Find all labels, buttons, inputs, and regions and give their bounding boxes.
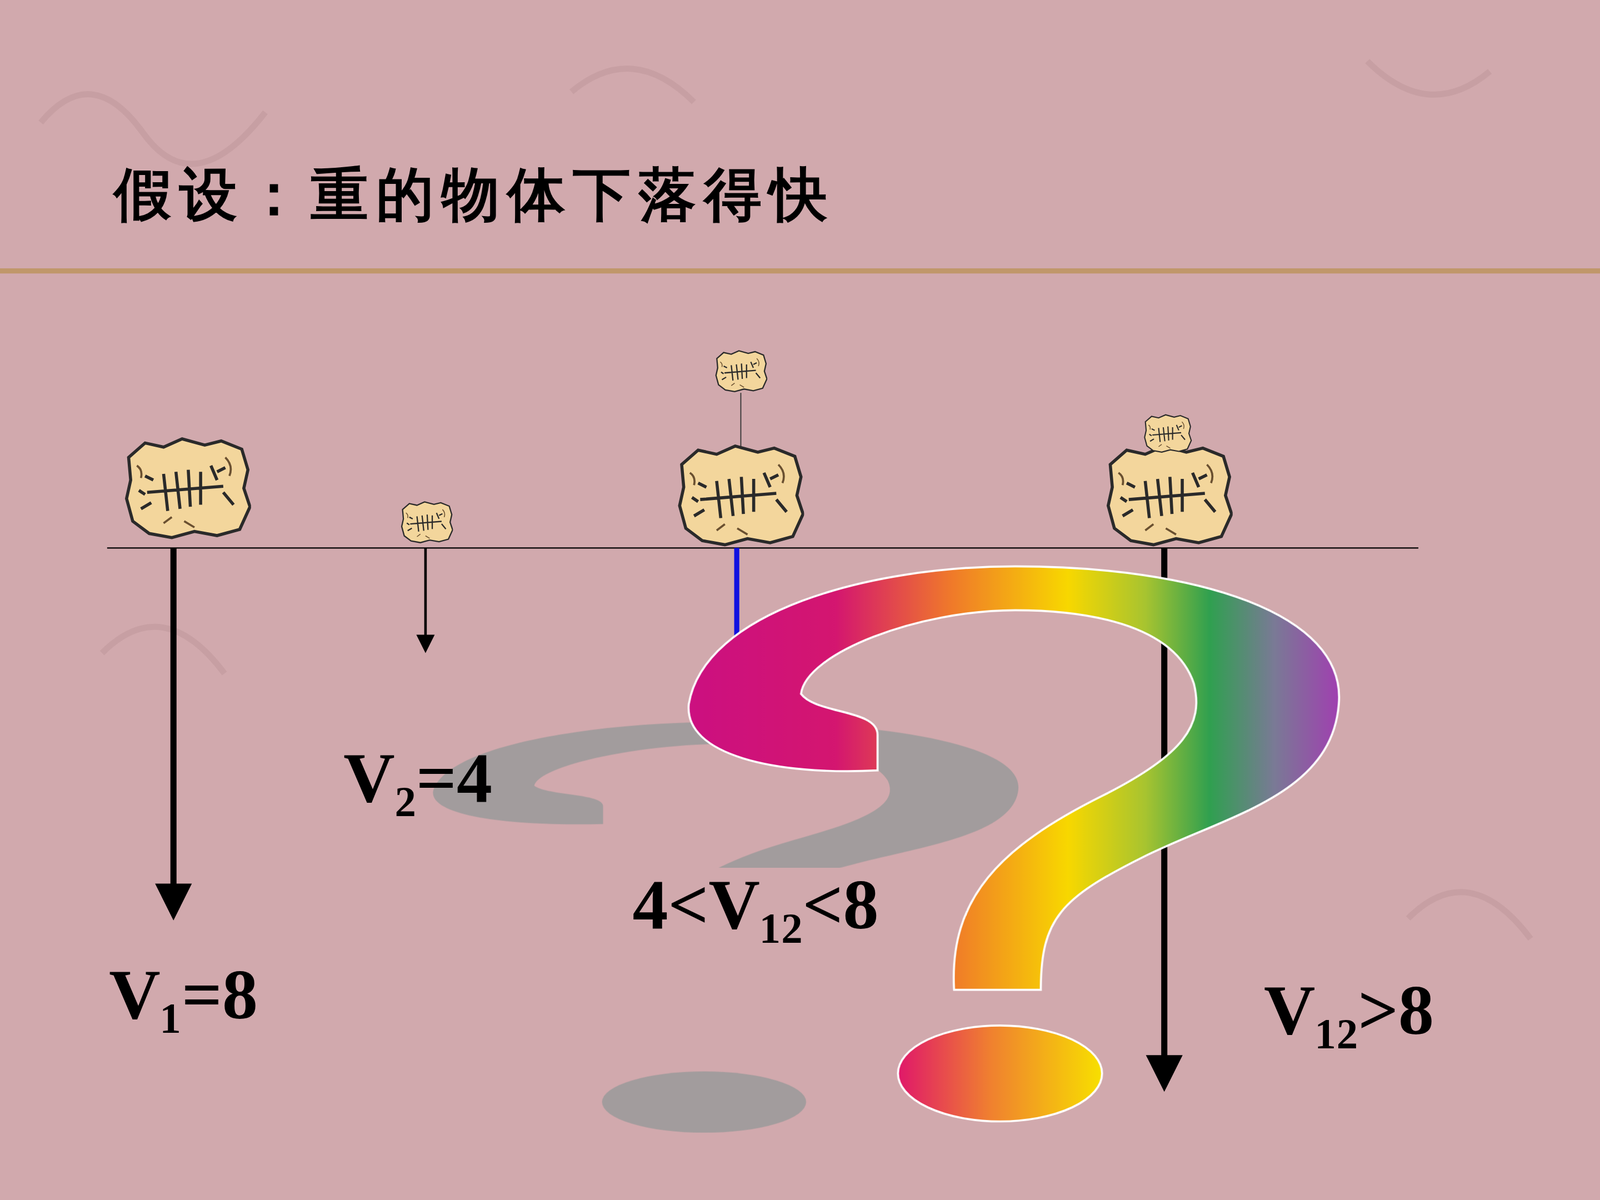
speed-label: 4<V₁₂<8 bbox=[626, 867, 884, 942]
speed-label: V₁₂>8 bbox=[1263, 974, 1434, 1046]
slide-title: 假设：重的物体下落得快 bbox=[113, 156, 835, 235]
speed-label: V₁=8 bbox=[108, 958, 258, 1030]
speed-label: V₂=4 bbox=[343, 742, 493, 814]
